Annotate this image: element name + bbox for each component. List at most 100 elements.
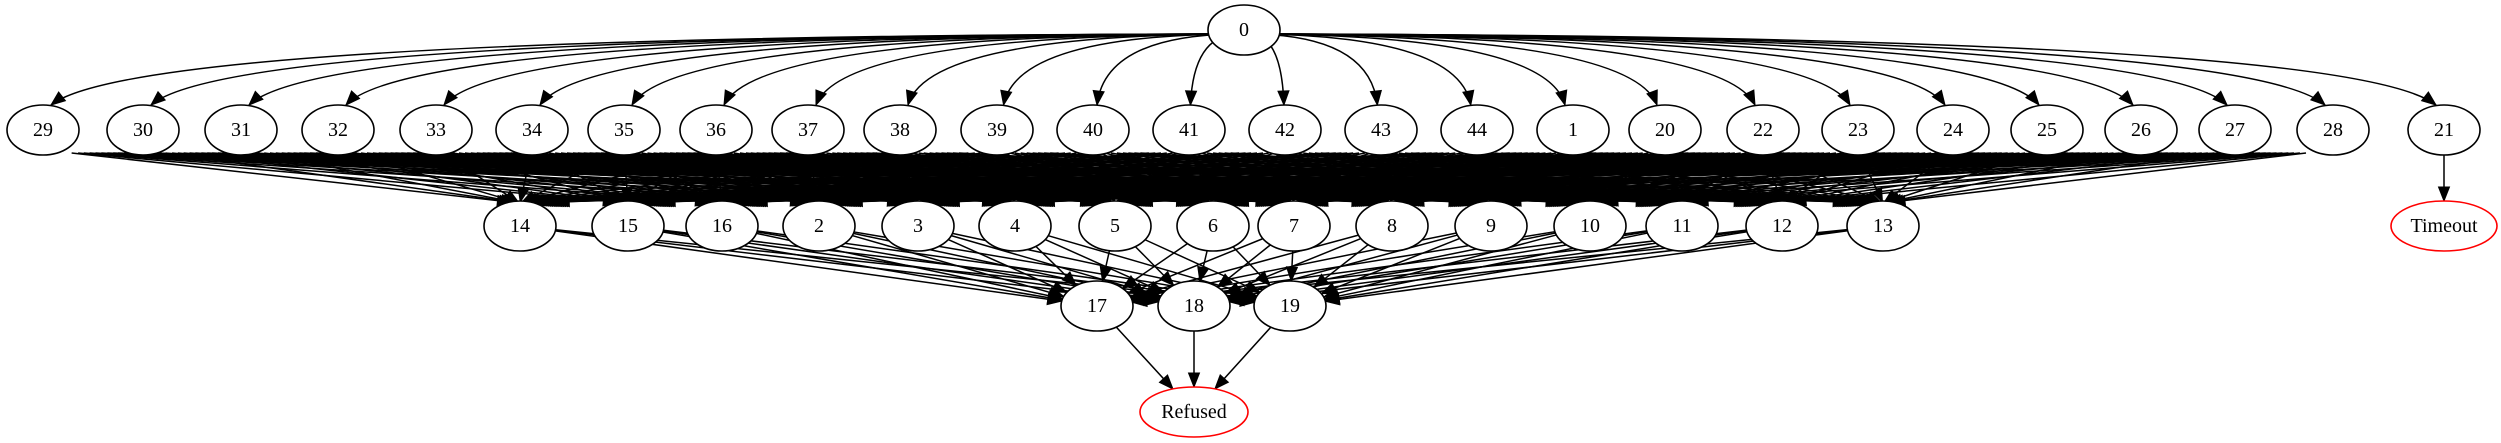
- node-23: 23: [1821, 104, 1895, 156]
- node-7-label: 7: [1289, 215, 1299, 237]
- node-40: 40: [1056, 104, 1130, 156]
- edge-0-to-35-arrowhead: [631, 89, 645, 107]
- node-6: 6: [1176, 200, 1250, 252]
- edge-0-to-41-arrowhead: [1184, 90, 1198, 107]
- node-26-ellipse: [2104, 104, 2178, 156]
- edge-4-to-17-arrowhead: [1061, 271, 1078, 287]
- node-19-ellipse: [1253, 280, 1327, 332]
- node-0: 0: [1207, 4, 1281, 56]
- edge-28-to-7: [1314, 152, 2271, 203]
- node-12: 12: [1745, 200, 1819, 252]
- edge-21-to-Timeout-arrowhead: [2437, 186, 2451, 203]
- node-22-label: 22: [1753, 119, 1773, 141]
- node-29-label: 29: [33, 119, 53, 141]
- edge-28-to-10: [1604, 152, 2289, 203]
- node-15-ellipse: [591, 200, 665, 252]
- node-22-ellipse: [1726, 104, 1800, 156]
- node-3-ellipse: [881, 200, 955, 252]
- edge-28-to-5-arrowhead: [1137, 195, 1154, 208]
- edge-38-to-14: [527, 152, 878, 203]
- node-31-ellipse: [204, 104, 278, 156]
- edge-17-to-Refused-arrowhead: [1158, 374, 1174, 390]
- edge-6-to-18-arrowhead: [1197, 265, 1210, 283]
- node-8: 8: [1355, 200, 1429, 252]
- edge-0-to-43-arrowhead: [1369, 89, 1383, 107]
- node-15: 15: [591, 200, 665, 252]
- node-19-label: 19: [1280, 295, 1300, 317]
- node-34: 34: [495, 104, 569, 156]
- node-2: 2: [782, 200, 856, 252]
- edge-0-to-44-arrowhead: [1462, 89, 1475, 107]
- edge-33-to-15: [447, 152, 625, 203]
- edge-28-to-2: [849, 152, 2243, 203]
- edge-0-to-37-arrowhead: [815, 89, 828, 107]
- node-17: 17: [1060, 280, 1134, 332]
- node-9: 9: [1454, 200, 1528, 252]
- node-25-label: 25: [2037, 119, 2057, 141]
- node-0-label: 0: [1239, 19, 1249, 41]
- edge-0-to-39: [1002, 33, 1232, 106]
- node-35: 35: [587, 104, 661, 156]
- edge-28-to-14-arrowhead: [554, 195, 570, 208]
- node-24-ellipse: [1916, 104, 1990, 156]
- edge-4-to-18: [1044, 238, 1165, 294]
- edge-0-to-40-arrowhead: [1092, 89, 1105, 107]
- edge-33-to-14: [440, 152, 519, 203]
- edge-28-to-12: [1792, 152, 2301, 203]
- edge-13-to-19-arrowhead: [1323, 293, 1341, 306]
- node-20: 20: [1628, 104, 1702, 156]
- edge-28-to-13: [1891, 152, 2307, 203]
- node-11-label: 11: [1672, 215, 1691, 237]
- node-42: 42: [1248, 104, 1322, 156]
- node-41: 41: [1152, 104, 1226, 156]
- node-43-ellipse: [1344, 104, 1418, 156]
- edge-39-to-14: [529, 152, 969, 203]
- edge-0-to-33-arrowhead: [443, 89, 459, 107]
- node-42-label: 42: [1275, 119, 1295, 141]
- node-31-label: 31: [231, 119, 251, 141]
- edge-0-to-24-arrowhead: [1931, 89, 1946, 107]
- node-26-label: 26: [2131, 119, 2151, 141]
- node-43-label: 43: [1371, 119, 1391, 141]
- node-36-label: 36: [706, 119, 726, 141]
- node-34-label: 34: [522, 119, 542, 141]
- node-21: 21: [2407, 104, 2481, 156]
- node-32: 32: [301, 104, 375, 156]
- edge-13-to-17-arrowhead: [1131, 294, 1148, 308]
- node-27-label: 27: [2225, 119, 2245, 141]
- node-Timeout-ellipse: [2390, 200, 2498, 252]
- node-44: 44: [1440, 104, 1514, 156]
- node-4-ellipse: [978, 200, 1052, 252]
- node-10-ellipse: [1553, 200, 1627, 252]
- node-4: 4: [978, 200, 1052, 252]
- edge-0-to-20-arrowhead: [1646, 89, 1658, 107]
- edge-13-to-18: [1229, 229, 1848, 303]
- edge-0-to-40: [1096, 33, 1235, 106]
- node-2-label: 2: [814, 215, 824, 237]
- node-40-label: 40: [1083, 119, 1103, 141]
- edge-0-to-29-arrowhead: [49, 91, 67, 106]
- node-18-label: 18: [1184, 295, 1204, 317]
- node-36-ellipse: [679, 104, 753, 156]
- node-8-ellipse: [1355, 200, 1429, 252]
- node-29: 29: [6, 104, 80, 156]
- edge-0-to-21-arrowhead: [2420, 91, 2438, 106]
- edge-41-to-14: [533, 152, 1149, 203]
- node-16-ellipse: [685, 200, 759, 252]
- node-32-label: 32: [328, 119, 348, 141]
- edge-12-to-17: [1132, 229, 1747, 303]
- edge-19-to-Refused-arrowhead: [1213, 374, 1230, 390]
- edge-5-to-17-arrowhead: [1099, 265, 1112, 283]
- edge-32-to-15: [355, 152, 623, 203]
- edge-0-to-25-arrowhead: [2025, 89, 2040, 107]
- edge-36-to-14: [523, 152, 705, 203]
- node-44-ellipse: [1440, 104, 1514, 156]
- edge-31-to-14: [257, 152, 515, 203]
- edge-0-to-34-arrowhead: [539, 89, 554, 107]
- node-39: 39: [960, 104, 1034, 156]
- edge-29-to-14: [71, 152, 511, 203]
- edge-13-to-18-arrowhead: [1228, 294, 1245, 307]
- node-6-ellipse: [1176, 200, 1250, 252]
- node-12-ellipse: [1745, 200, 1819, 252]
